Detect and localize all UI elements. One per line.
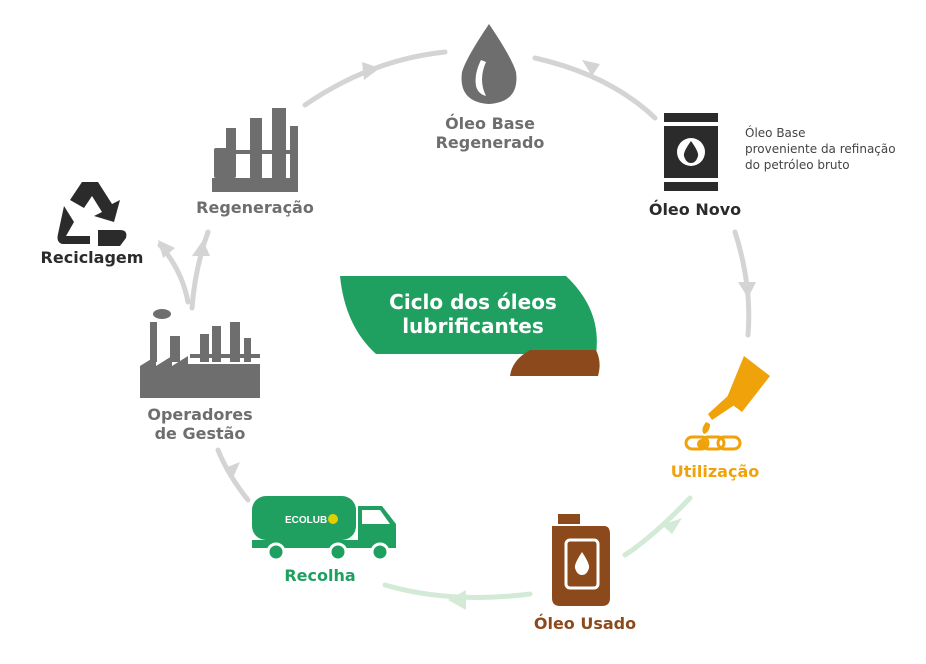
label-recolha: Recolha xyxy=(284,566,356,585)
note-line: Óleo Base xyxy=(745,126,806,140)
diagram-title-line1: Ciclo dos óleos xyxy=(389,290,557,314)
oleo-novo-note: Óleo Base proveniente da refinação do pe… xyxy=(745,125,896,173)
note-line: do petróleo bruto xyxy=(745,158,850,172)
arrowhead xyxy=(225,462,240,480)
oil-drop-icon xyxy=(461,24,517,104)
label-oleo-novo: Óleo Novo xyxy=(648,200,742,219)
recycle-icon xyxy=(57,182,127,246)
truck-icon xyxy=(252,496,396,562)
arrow-operators-to-regeneration xyxy=(189,229,211,311)
refinery-icon xyxy=(212,108,298,192)
oil-can-icon xyxy=(697,356,770,449)
label-line: Regenerado xyxy=(435,133,545,152)
arrow-regeneration-to-regenerated xyxy=(302,49,448,108)
arrowhead xyxy=(662,518,682,534)
arrow-regenerated-to-new xyxy=(532,55,658,121)
note-line: proveniente da refinação xyxy=(745,142,896,156)
bike-chain-icon xyxy=(684,435,742,451)
label-regeneracao: Regeneração xyxy=(196,198,314,217)
arrowhead xyxy=(448,590,466,610)
jerrycan-icon xyxy=(552,514,610,606)
label-line: de Gestão xyxy=(154,424,246,443)
title-banner xyxy=(340,276,600,376)
barrel-icon xyxy=(664,113,718,191)
arrow-used-to-collection xyxy=(382,582,533,600)
arrow-heads xyxy=(158,60,756,610)
arrowhead xyxy=(158,240,175,258)
label-oleo-base-regenerado: Óleo Base Regenerado xyxy=(420,114,560,152)
oil-drop-shine xyxy=(475,60,486,96)
arrowhead xyxy=(738,282,756,298)
arrowhead xyxy=(192,240,210,256)
arrowhead xyxy=(362,62,380,80)
arrowhead xyxy=(582,60,600,76)
truck-logo-text: ECOLUB xyxy=(285,515,327,526)
diagram-title-line2: lubrificantes xyxy=(402,314,544,338)
label-reciclagem: Reciclagem xyxy=(40,248,144,267)
label-oleo-usado: Óleo Usado xyxy=(533,614,637,633)
label-line: Operadores xyxy=(147,405,253,424)
label-utilizacao: Utilização xyxy=(670,462,760,481)
label-operadores-de-gestao: Operadores de Gestão xyxy=(130,405,270,443)
factory-icon xyxy=(140,309,260,398)
label-line: Óleo Base xyxy=(445,114,535,133)
diagram-title: Ciclo dos óleos lubrificantes xyxy=(368,290,578,338)
arrow-usage-to-used xyxy=(622,495,693,558)
